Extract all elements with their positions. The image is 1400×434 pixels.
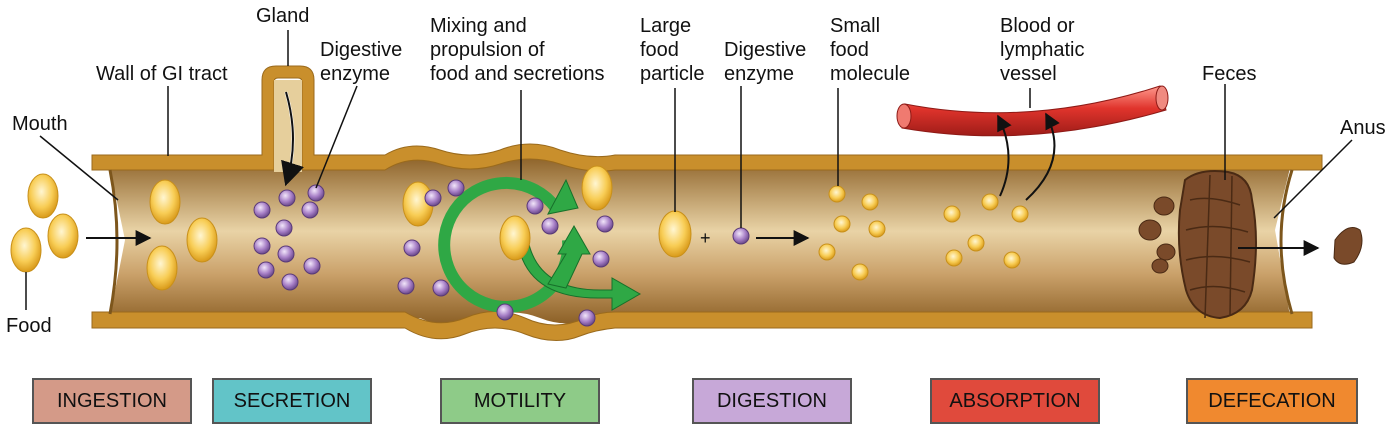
process-box-defecation: DEFECATION xyxy=(1186,378,1358,424)
label-gland: Gland xyxy=(256,5,310,27)
motility-circular-arrow xyxy=(438,176,575,313)
mouth-edge xyxy=(108,169,119,315)
process-arrows xyxy=(86,91,1320,256)
process-box-digestion: DIGESTION xyxy=(692,378,852,424)
label-mixing-propulsion: Mixing and propulsion of food and secret… xyxy=(430,15,605,85)
label-large-food-particle: Large food particle xyxy=(640,15,705,85)
feces-pieces xyxy=(1138,196,1176,274)
small-food-molecules xyxy=(818,185,1029,281)
motility-up-arrow xyxy=(547,224,591,289)
food-particles xyxy=(10,165,692,291)
process-box-absorption: ABSORPTION xyxy=(930,378,1100,424)
leader-lines xyxy=(25,30,1353,310)
feces-mass xyxy=(1177,170,1257,320)
process-box-motility: MOTILITY xyxy=(440,378,600,424)
gi-wall-bottom xyxy=(91,311,1313,341)
label-food: Food xyxy=(6,315,52,337)
label-feces: Feces xyxy=(1202,63,1257,85)
process-box-secretion: SECRETION xyxy=(212,378,372,424)
vessel-end-left xyxy=(896,103,912,129)
blood-vessel xyxy=(901,85,1167,137)
motility-circular-head xyxy=(547,178,579,215)
motility-forward-arrow xyxy=(517,239,642,311)
label-digestive-enzyme-digestion: Digestive enzyme xyxy=(724,39,807,85)
anus-edge xyxy=(1279,169,1294,315)
feces-texture xyxy=(1185,174,1251,319)
digestive-enzymes xyxy=(253,179,750,327)
label-mouth: Mouth xyxy=(12,113,68,135)
label-small-food-molecule: Small food molecule xyxy=(830,15,911,85)
label-anus: Anus xyxy=(1340,117,1386,139)
expelled-feces xyxy=(1333,227,1363,265)
label-wall-of-gi-tract: Wall of GI tract xyxy=(96,63,228,85)
process-box-ingestion: INGESTION xyxy=(32,378,192,424)
label-blood-lymphatic-vessel: Blood or lymphatic vessel xyxy=(1000,15,1085,85)
label-plus: + xyxy=(700,228,711,248)
vessel-end-right xyxy=(1155,85,1169,111)
label-digestive-enzyme-secretion: Digestive enzyme xyxy=(320,39,403,85)
